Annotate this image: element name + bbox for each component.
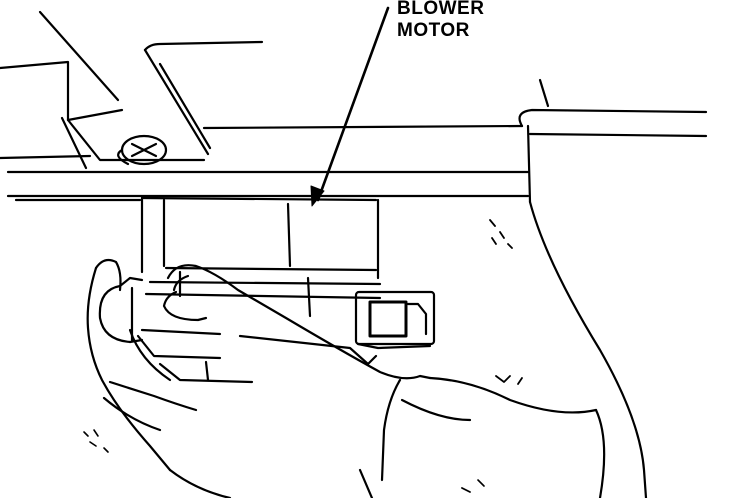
heater-housing — [461, 200, 648, 498]
surface-texture — [83, 429, 485, 487]
callout-leader-arrow — [310, 6, 390, 207]
duct-rail — [6, 124, 532, 204]
blower-motor-callout: BLOWER MOTOR — [397, 0, 484, 42]
callout-line-2: MOTOR — [397, 20, 470, 41]
technician-hand — [86, 258, 606, 498]
blower-motor-body — [136, 196, 382, 384]
motor-end-cap — [98, 276, 144, 344]
mounting-screw — [117, 134, 168, 166]
callout-line-1: BLOWER — [397, 0, 485, 19]
wiring-connector — [354, 290, 436, 350]
dash-panel — [0, 10, 708, 170]
